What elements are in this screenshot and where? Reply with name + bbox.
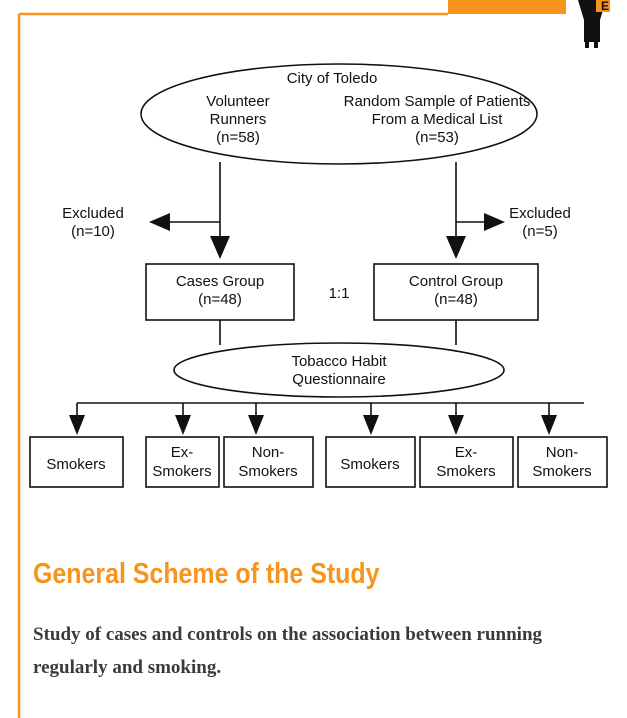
questionnaire-line-1: Tobacco Habit — [291, 353, 387, 370]
ratio-label: 1:1 — [329, 285, 350, 302]
control-ex-smokers-box: Ex- Smokers — [419, 436, 514, 488]
random-sample-count: (n=53) — [415, 129, 459, 146]
control-smokers-box: Smokers — [325, 436, 416, 488]
cases-ex-smokers-line-2: Smokers — [152, 463, 211, 480]
cases-group-count: (n=48) — [198, 291, 242, 308]
excluded-left-count: (n=10) — [71, 223, 115, 240]
control-group-box: Control Group (n=48) — [373, 263, 539, 321]
figure-caption: Study of cases and controls on the assoc… — [33, 624, 543, 678]
excluded-right-title: Excluded — [509, 205, 571, 222]
cases-non-smokers-line-1: Non- — [252, 444, 285, 461]
cases-ex-smokers-line-1: Ex- — [171, 444, 194, 461]
population-title: City of Toledo — [287, 70, 378, 87]
population-oval — [140, 63, 538, 165]
control-smokers-label: Smokers — [340, 456, 399, 473]
volunteer-line-1: Volunteer — [206, 93, 269, 110]
page-frame — [17, 0, 566, 718]
cases-smokers-label: Smokers — [46, 456, 105, 473]
figure-title: General Scheme of the Study — [33, 558, 380, 590]
questionnaire-node: Tobacco Habit Questionnaire — [173, 342, 505, 398]
questionnaire-line-2: Questionnaire — [292, 371, 385, 388]
cases-smokers-box: Smokers — [29, 436, 124, 488]
questionnaire-oval — [173, 342, 505, 398]
svg-text:E: E — [601, 0, 609, 13]
control-group-count: (n=48) — [434, 291, 478, 308]
corner-tab — [448, 0, 566, 14]
standing-figure-icon: E — [578, 0, 610, 48]
cases-non-smokers-box: Non- Smokers — [223, 436, 314, 488]
population-node: City of Toledo Volunteer Runners (n=58) … — [140, 63, 538, 165]
arrowheads — [69, 213, 557, 435]
excluded-right-count: (n=5) — [522, 223, 557, 240]
control-group-label: Control Group — [409, 273, 503, 290]
excluded-left-label: Excluded (n=10) — [62, 205, 124, 240]
random-sample-line-1: Random Sample of Patients — [344, 93, 531, 110]
control-non-smokers-line-1: Non- — [546, 444, 579, 461]
excluded-left-title: Excluded — [62, 205, 124, 222]
control-ex-smokers-line-2: Smokers — [436, 463, 495, 480]
random-sample-line-2: From a Medical List — [372, 111, 504, 128]
excluded-right-label: Excluded (n=5) — [509, 205, 571, 240]
control-ex-smokers-line-1: Ex- — [455, 444, 478, 461]
control-non-smokers-line-2: Smokers — [532, 463, 591, 480]
volunteer-line-2: Runners — [210, 111, 267, 128]
control-non-smokers-box: Non- Smokers — [517, 436, 608, 488]
volunteer-count: (n=58) — [216, 129, 260, 146]
cases-non-smokers-line-2: Smokers — [238, 463, 297, 480]
cases-group-label: Cases Group — [176, 273, 264, 290]
cases-group-box: Cases Group (n=48) — [145, 263, 295, 321]
cases-ex-smokers-box: Ex- Smokers — [145, 436, 220, 488]
